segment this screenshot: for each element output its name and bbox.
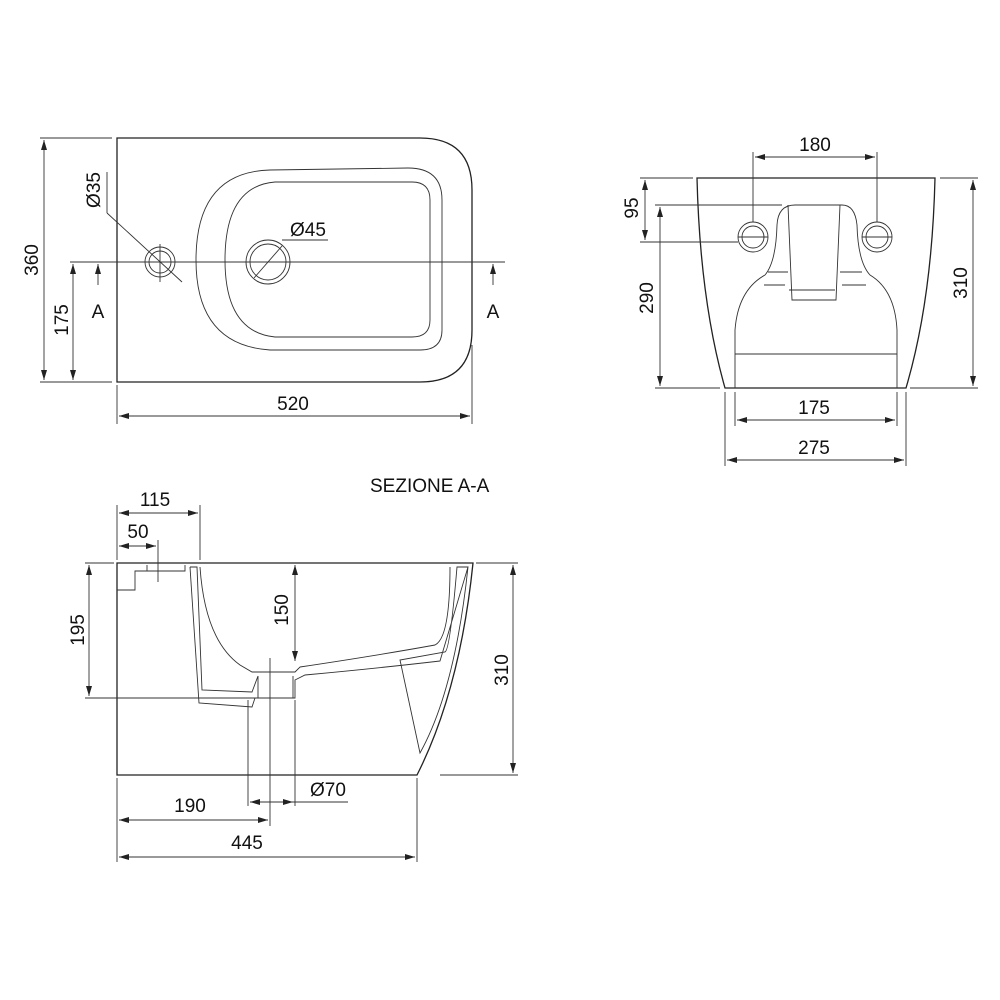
tap-hole-right: [861, 221, 893, 253]
top-view: Ø35 Ø45 360 175 A A 520: [22, 137, 505, 424]
width-label: 520: [277, 394, 309, 415]
bowl-inner-wall: [199, 566, 451, 673]
inner-height-label: 290: [637, 282, 658, 314]
section-mark-right: A: [487, 302, 500, 323]
drain-hole: [245, 239, 291, 285]
section-mark-left: A: [92, 302, 105, 323]
outlet: [257, 676, 294, 698]
rear-view: 180 95 290 310 175 275: [622, 135, 978, 466]
bowl-rim: [195, 167, 443, 351]
bowl-outer-wall: [189, 566, 469, 755]
bowl-inner: [224, 181, 431, 338]
rear-cavity: [734, 204, 898, 388]
base-width-label: 275: [798, 438, 830, 459]
outlet-height-label: 195: [68, 614, 89, 646]
rear-spout: [764, 204, 866, 301]
outlet-diameter-label: Ø70: [310, 780, 346, 801]
tap-seat: [117, 565, 186, 591]
inner-width-label: 175: [798, 398, 830, 419]
back-to-bowl-label: 115: [140, 490, 170, 511]
section-height-label: 310: [492, 654, 513, 686]
total-height-label: 310: [951, 267, 972, 299]
section-view: SEZIONE A-A 115 50 195 150 310 Ø70 190: [68, 476, 518, 862]
section-outline: [116, 562, 474, 776]
total-depth-label: 445: [231, 833, 263, 854]
tap-hole-label: Ø35: [84, 172, 105, 208]
drain-hole-label: Ø45: [290, 220, 326, 241]
rear-outline: [696, 177, 936, 389]
depth-label: 360: [22, 244, 43, 276]
drain-leader: [253, 245, 283, 279]
top-outline: [116, 137, 473, 383]
back-to-tap-label: 50: [127, 522, 148, 543]
axis-offset-label: 175: [52, 304, 73, 336]
bowl-depth-label: 150: [272, 594, 293, 626]
outlet-axis-label: 190: [174, 796, 206, 817]
section-title: SEZIONE A-A: [370, 476, 490, 497]
tap-height-label: 95: [622, 197, 643, 218]
tap-spacing-label: 180: [799, 135, 831, 156]
tap-hole-left: [737, 221, 769, 253]
tap-hole: [144, 244, 176, 282]
tap-hole-leader: [106, 212, 183, 283]
